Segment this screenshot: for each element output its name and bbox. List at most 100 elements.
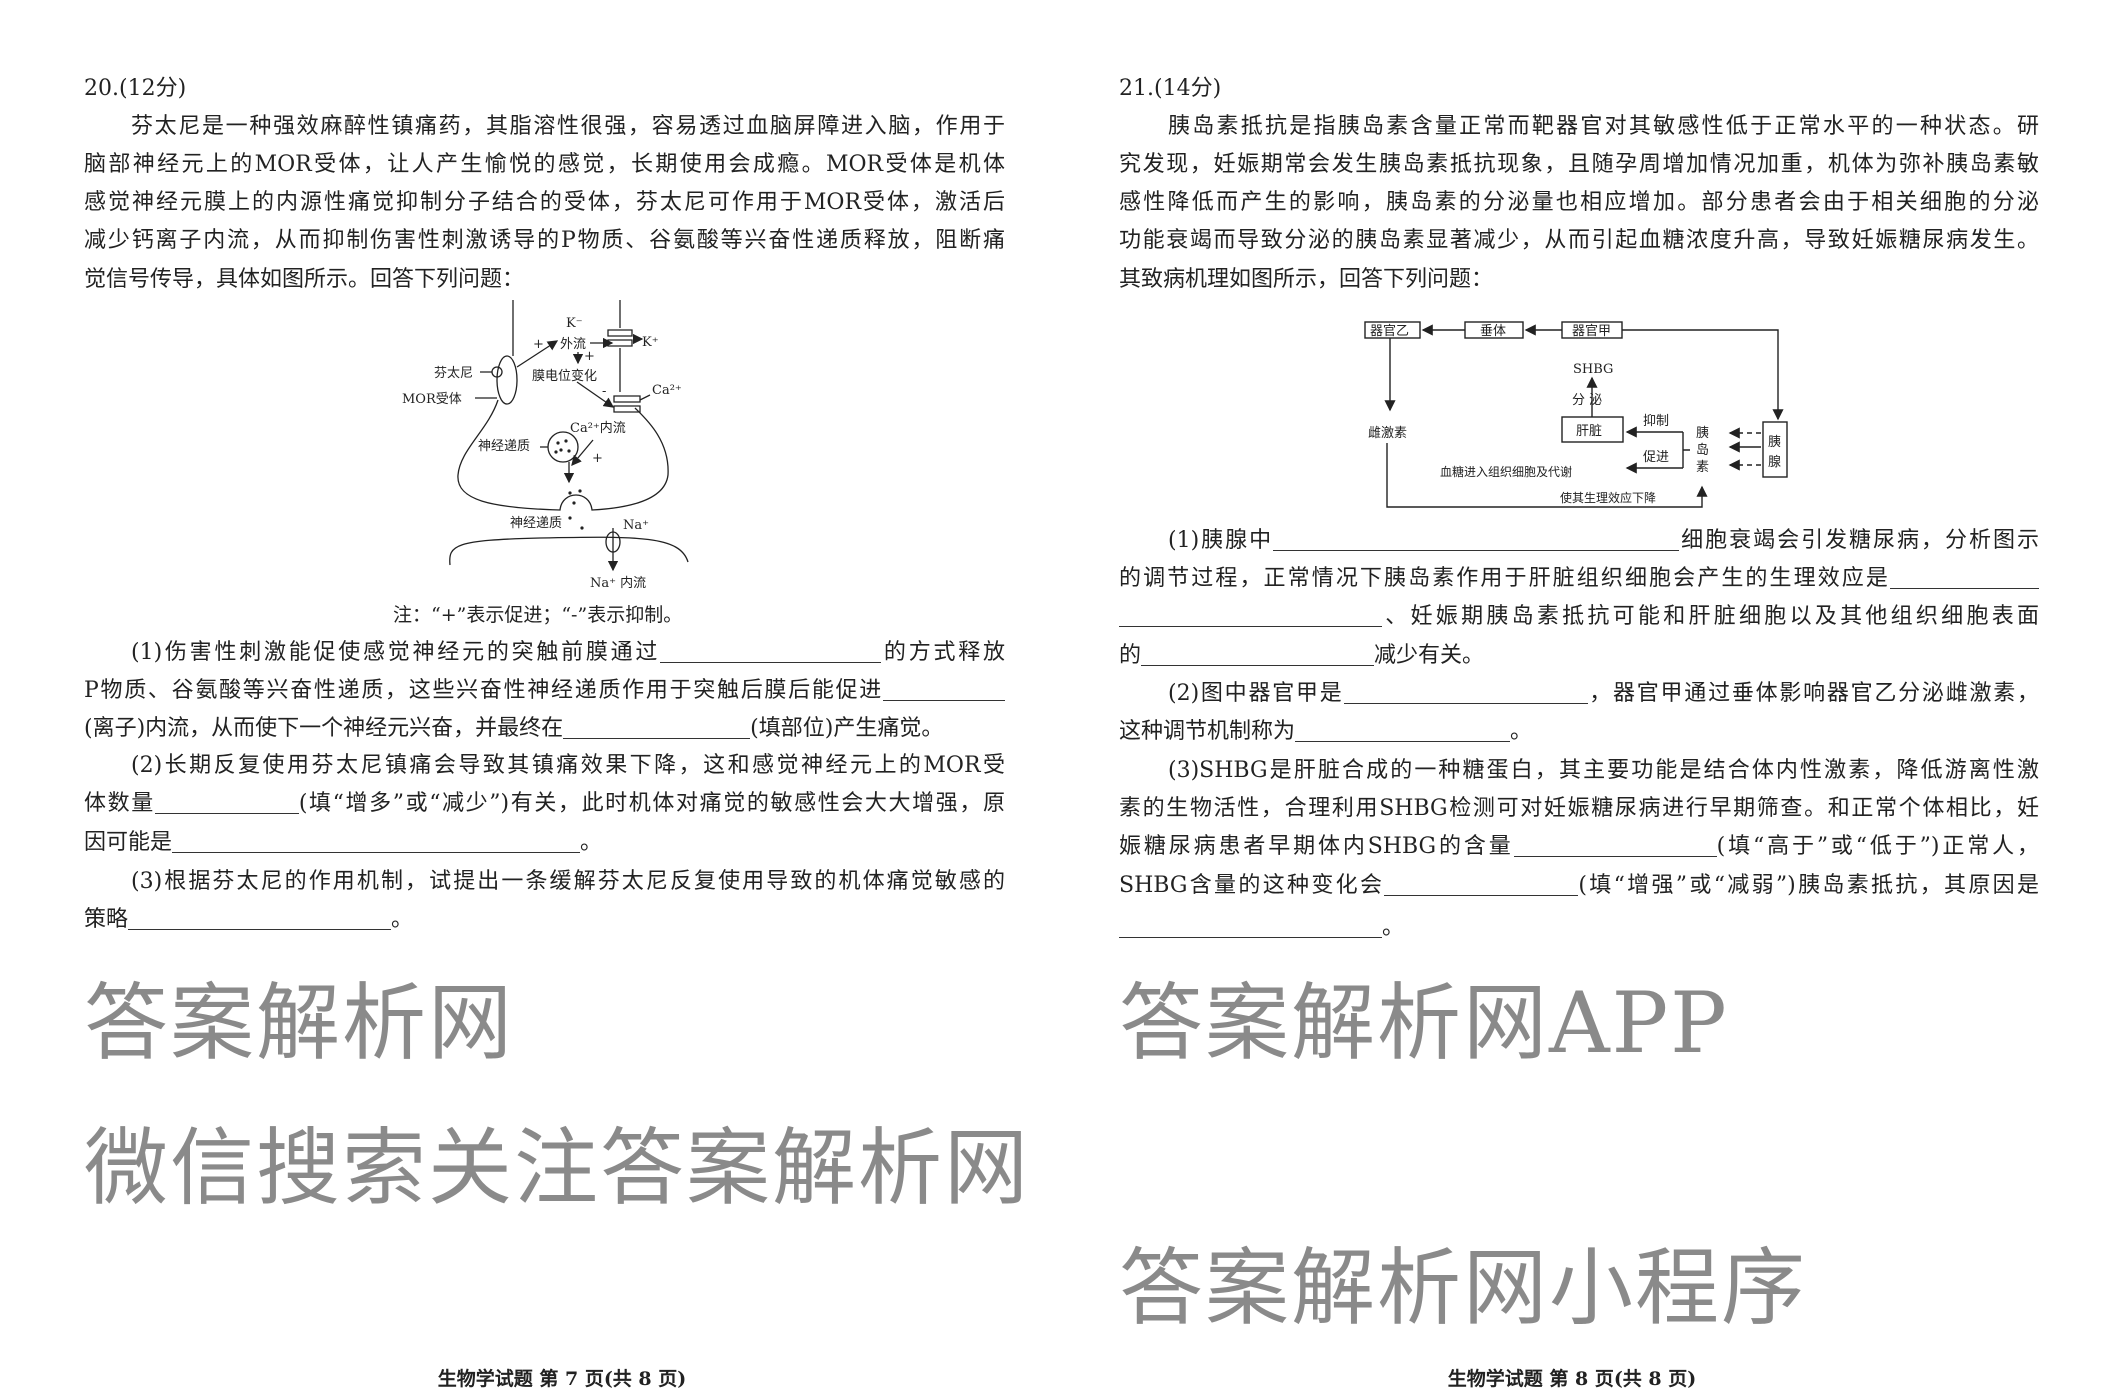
answer-blank[interactable] — [660, 638, 882, 663]
answer-blank[interactable] — [1513, 832, 1717, 857]
text: (1)胰腺中 — [1168, 528, 1274, 553]
answer-blank[interactable] — [154, 789, 299, 814]
q20-s1-line: (离子)内流，从而使下一个神经元兴奋，并最终在 (填部位)产生痛觉。 — [84, 714, 1005, 744]
vesicle-icon — [547, 431, 579, 463]
plus-sign: + — [533, 337, 544, 352]
text: (填部位)产生痛觉。 — [750, 716, 944, 741]
text: 减少有关。 — [1374, 643, 1485, 668]
mor-receptor-label: MOR受体 — [402, 392, 462, 407]
answer-blank[interactable] — [563, 714, 751, 739]
text: 的调节过程，正常情况下胰岛素作用于肝脏组织细胞会产生的生理效应是 — [1119, 566, 1890, 591]
watermark: 微信搜索关注答案解析网 — [84, 1119, 1031, 1217]
k-minus-label: K⁻ — [566, 316, 583, 331]
text: (1)伤害性刺激能促使感觉神经元的突触前膜通过 — [131, 640, 661, 665]
answer-blank[interactable] — [1343, 679, 1588, 704]
text: ，器官甲通过垂体影响器官乙分泌雌激素， — [1587, 681, 2039, 706]
insulin-label: 岛 — [1696, 442, 1709, 458]
secrete-label: 分 泌 — [1572, 393, 1602, 408]
text: 。 — [391, 907, 414, 932]
synapse-diagram: K⁻ 外流 + K⁺ + 膜电位变化 芬太尼 MOR受体 - Ca²⁺ Ca²⁺… — [402, 300, 689, 591]
transmitter-label: 神经递质 — [478, 439, 530, 454]
text: 。 — [580, 830, 603, 855]
q21-s3-line: 。 — [1119, 913, 2039, 943]
q20-s1-line: (1)伤害性刺激能促使感觉神经元的突触前膜通过 的方式释放 — [84, 638, 1005, 668]
text: 这种调节机制称为 — [1119, 719, 1296, 744]
q20-intro-line: 觉信号传导，具体如图所示。回答下列问题： — [84, 267, 525, 292]
text: 、妊娠期胰岛素抵抗可能和肝脏细胞以及其他组织细胞表面 — [1382, 604, 2039, 629]
text: 。 — [1382, 915, 1405, 940]
q21-s1-line: 、妊娠期胰岛素抵抗可能和肝脏细胞以及其他组织细胞表面 — [1119, 602, 2039, 632]
postsynaptic-membrane — [449, 536, 689, 566]
text: 娠糖尿病患者早期体内SHBG的含量 — [1119, 834, 1514, 859]
text: 体数量 — [84, 791, 155, 816]
q21-s3-line: (3)SHBG是肝脏合成的一种糖蛋白，其主要功能是结合体内性激素，降低游离性激 — [1168, 758, 2039, 783]
q21-s3-line: SHBG含量的这种变化会 (填“增强”或“减弱”)胰岛素抵抗，其原因是 — [1119, 871, 2039, 901]
transmitter-label: 神经递质 — [510, 516, 562, 531]
k-plus-label: K⁺ — [642, 335, 659, 350]
answer-blank[interactable] — [883, 676, 1005, 701]
q20-s3-line: 策略 。 — [84, 905, 1005, 935]
na-label: Na⁺ — [623, 518, 649, 533]
q21-s2-line: 这种调节机制称为 。 — [1119, 717, 2039, 747]
text: 的方式释放 — [881, 640, 1005, 665]
page-footer-right: 生物学试题 第 8 页(共 8 页) — [1447, 1368, 1697, 1390]
answer-blank[interactable] — [1141, 641, 1375, 666]
plus-sign: + — [592, 451, 603, 466]
plus-sign: + — [584, 349, 595, 364]
q21-s1-line: (1)胰腺中 细胞衰竭会引发糖尿病，分析图示 — [1119, 526, 2039, 556]
answer-blank[interactable] — [1384, 871, 1579, 896]
q21-s3-line: 娠糖尿病患者早期体内SHBG的含量 (填“高于”或“低于”)正常人， — [1119, 832, 2039, 862]
pancreas-box — [1762, 421, 1788, 478]
watermark: 答案解析网小程序 — [1119, 1239, 1808, 1337]
insulin-label: 素 — [1696, 460, 1709, 475]
answer-blank[interactable] — [1890, 564, 2039, 589]
shbg-label: SHBG — [1573, 362, 1613, 377]
pancreas-label: 胰 — [1768, 435, 1781, 450]
answer-blank[interactable] — [1273, 526, 1680, 551]
promote-label: 促进 — [1643, 450, 1669, 465]
ca-influx-label: Ca²⁺内流 — [570, 420, 626, 436]
organ-b-box — [1364, 321, 1421, 339]
presynaptic-membrane — [457, 300, 669, 511]
q20-s2-line: 因可能是 。 — [84, 828, 1005, 858]
pituitary-label: 垂体 — [1480, 324, 1506, 339]
decrease-label: 使其生理效应下降 — [1560, 490, 1656, 505]
q21-s3-line: 素的生物活性，合理利用SHBG检测可对妊娠糖尿病进行早期筛查。和正常个体相比，妊 — [1119, 796, 2039, 821]
q20-s2-line: (2)长期反复使用芬太尼镇痛会导致其镇痛效果下降，这和感觉神经元上的MOR受 — [131, 753, 1005, 778]
organ-b-label: 器官乙 — [1370, 323, 1409, 339]
q21-header: 21.(14分) — [1119, 76, 1222, 101]
answer-blank[interactable] — [1119, 913, 1382, 938]
answer-blank[interactable] — [172, 828, 581, 853]
text: 细胞衰竭会引发糖尿病，分析图示 — [1679, 528, 2039, 553]
answer-blank[interactable] — [128, 905, 392, 930]
text: 。 — [1510, 719, 1533, 744]
q21-s2-line: (2)图中器官甲是 ，器官甲通过垂体影响器官乙分泌雌激素， — [1119, 679, 2039, 709]
outflow-label: 外流 — [560, 337, 586, 352]
minus-sign: - — [602, 384, 606, 399]
text: (2)图中器官甲是 — [1168, 681, 1344, 706]
q20-s1-line: P物质、谷氨酸等兴奋性递质，这些兴奋性神经递质作用于突触后膜后能促进 — [84, 676, 1005, 706]
watermark: 答案解析网APP — [1119, 974, 1729, 1072]
answer-blank[interactable] — [1295, 717, 1511, 742]
text: (填“高于”或“低于”)正常人， — [1716, 834, 2039, 859]
text: SHBG含量的这种变化会 — [1119, 873, 1385, 898]
q20-s3-line: (3)根据芬太尼的作用机制，试提出一条缓解芬太尼反复使用导致的机体痛觉敏感的 — [131, 869, 1005, 894]
q21-intro-line: 究发现，妊娠期常会发生胰岛素抵抗现象，且随孕周增加情况加重，机体为弥补胰岛素敏 — [1119, 152, 2039, 177]
q21-s1-line: 的调节过程，正常情况下胰岛素作用于肝脏组织细胞会产生的生理效应是 — [1119, 564, 2039, 594]
text: 因可能是 — [84, 830, 173, 855]
ca-label: Ca²⁺ — [652, 383, 682, 398]
q20-intro-line: 感觉神经元膜上的内源性痛觉抑制分子结合的受体，芬太尼可作用于MOR受体，激活后 — [84, 190, 1005, 215]
text: 策略 — [84, 907, 129, 932]
text: 的 — [1119, 643, 1142, 668]
glucose-label: 血糖进入组织细胞及代谢 — [1440, 464, 1572, 479]
q21-intro-line: 胰岛素抵抗是指胰岛素含量正常而靶器官对其敏感性低于正常水平的一种状态。研 — [1168, 114, 2039, 139]
pancreas-label: 腺 — [1768, 455, 1781, 470]
mor-receptor-icon — [496, 355, 518, 405]
q21-s1-line: 的 减少有关。 — [1119, 641, 2039, 671]
text: (离子)内流，从而使下一个神经元兴奋，并最终在 — [84, 716, 564, 741]
answer-blank[interactable] — [1119, 602, 1382, 627]
text: (填“增强”或“减弱”)胰岛素抵抗，其原因是 — [1578, 873, 2039, 898]
na-influx-label: Na⁺ 内流 — [590, 575, 646, 591]
q20-intro-line: 脑部神经元上的MOR受体，让人产生愉悦的感觉，长期使用会成瘾。MOR受体是机体 — [84, 152, 1005, 177]
liver-label: 肝脏 — [1576, 424, 1602, 439]
